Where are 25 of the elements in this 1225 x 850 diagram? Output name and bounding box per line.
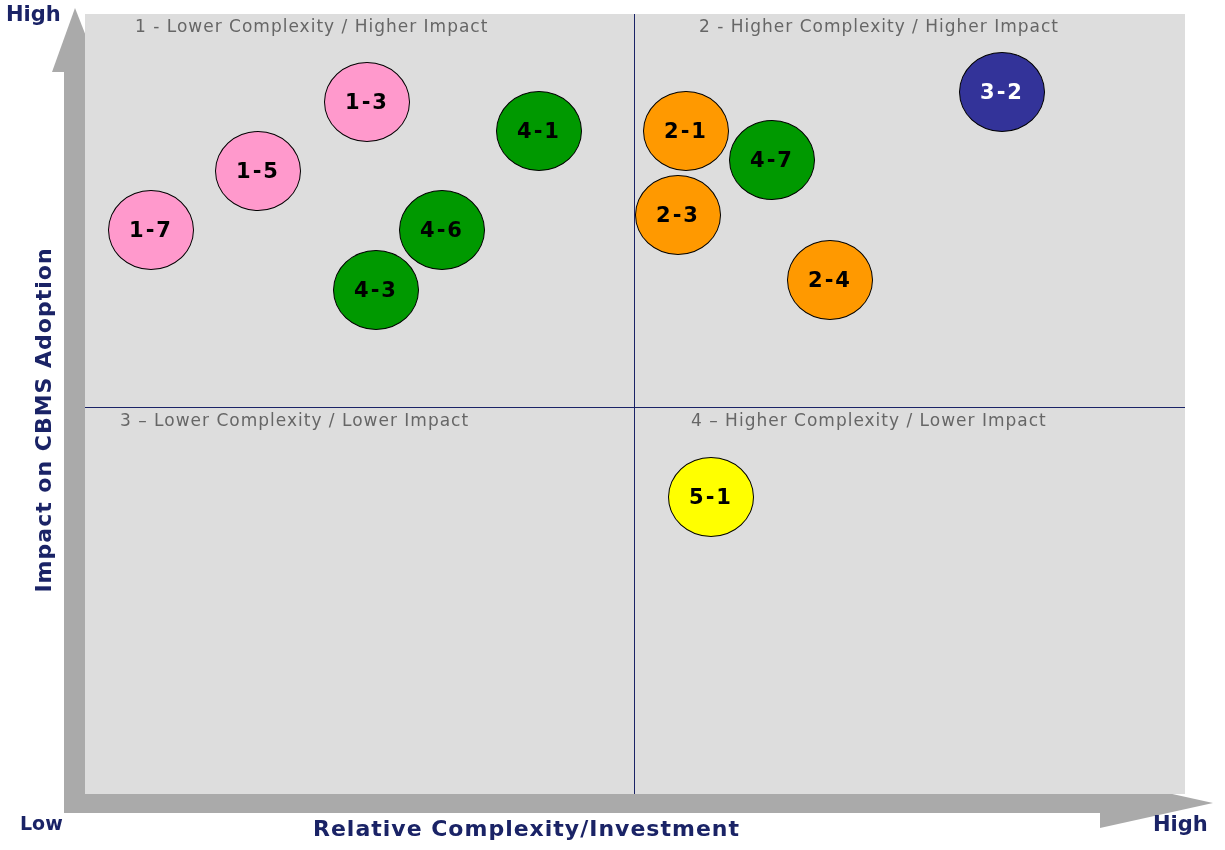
bubble: 2-4 xyxy=(787,240,873,320)
bubble: 4-1 xyxy=(496,91,582,171)
axis-end-label: High xyxy=(1153,812,1208,836)
axis-end-label: Low xyxy=(20,812,63,834)
axis-title: Impact on CBMS Adoption xyxy=(30,247,56,593)
bubble: 4-6 xyxy=(399,190,485,270)
axis-title: Relative Complexity/Investment xyxy=(313,816,740,841)
bubble: 5-1 xyxy=(668,457,754,537)
quadrant-title: 3 – Lower Complexity / Lower Impact xyxy=(120,410,470,430)
quadrant-panel xyxy=(85,408,635,794)
bubble: 1-5 xyxy=(215,131,301,211)
quadrant-panel xyxy=(635,408,1185,794)
quadrant-panel xyxy=(635,14,1185,408)
bubble: 1-3 xyxy=(324,62,410,142)
quadrant-title: 4 – Higher Complexity / Lower Impact xyxy=(691,410,1047,430)
axis-end-label: High xyxy=(6,2,61,26)
quadrant-title: 1 - Lower Complexity / Higher Impact xyxy=(135,16,489,36)
bubble: 2-3 xyxy=(635,175,721,255)
quadrant-panel xyxy=(85,14,635,408)
bubble: 4-7 xyxy=(729,120,815,200)
bubble: 2-1 xyxy=(643,91,729,171)
bubble: 3-2 xyxy=(959,52,1045,132)
bubble: 1-7 xyxy=(108,190,194,270)
quadrant-title: 2 - Higher Complexity / Higher Impact xyxy=(699,16,1059,36)
bubble: 4-3 xyxy=(333,250,419,330)
